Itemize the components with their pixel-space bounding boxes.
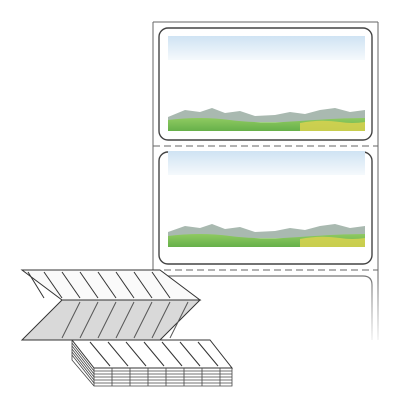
- label-2: [158, 151, 373, 265]
- fanfold-stack-illustration: [20, 269, 234, 387]
- landscape-image: [168, 224, 365, 247]
- landscape-image: [168, 108, 365, 131]
- label-1: [158, 27, 373, 141]
